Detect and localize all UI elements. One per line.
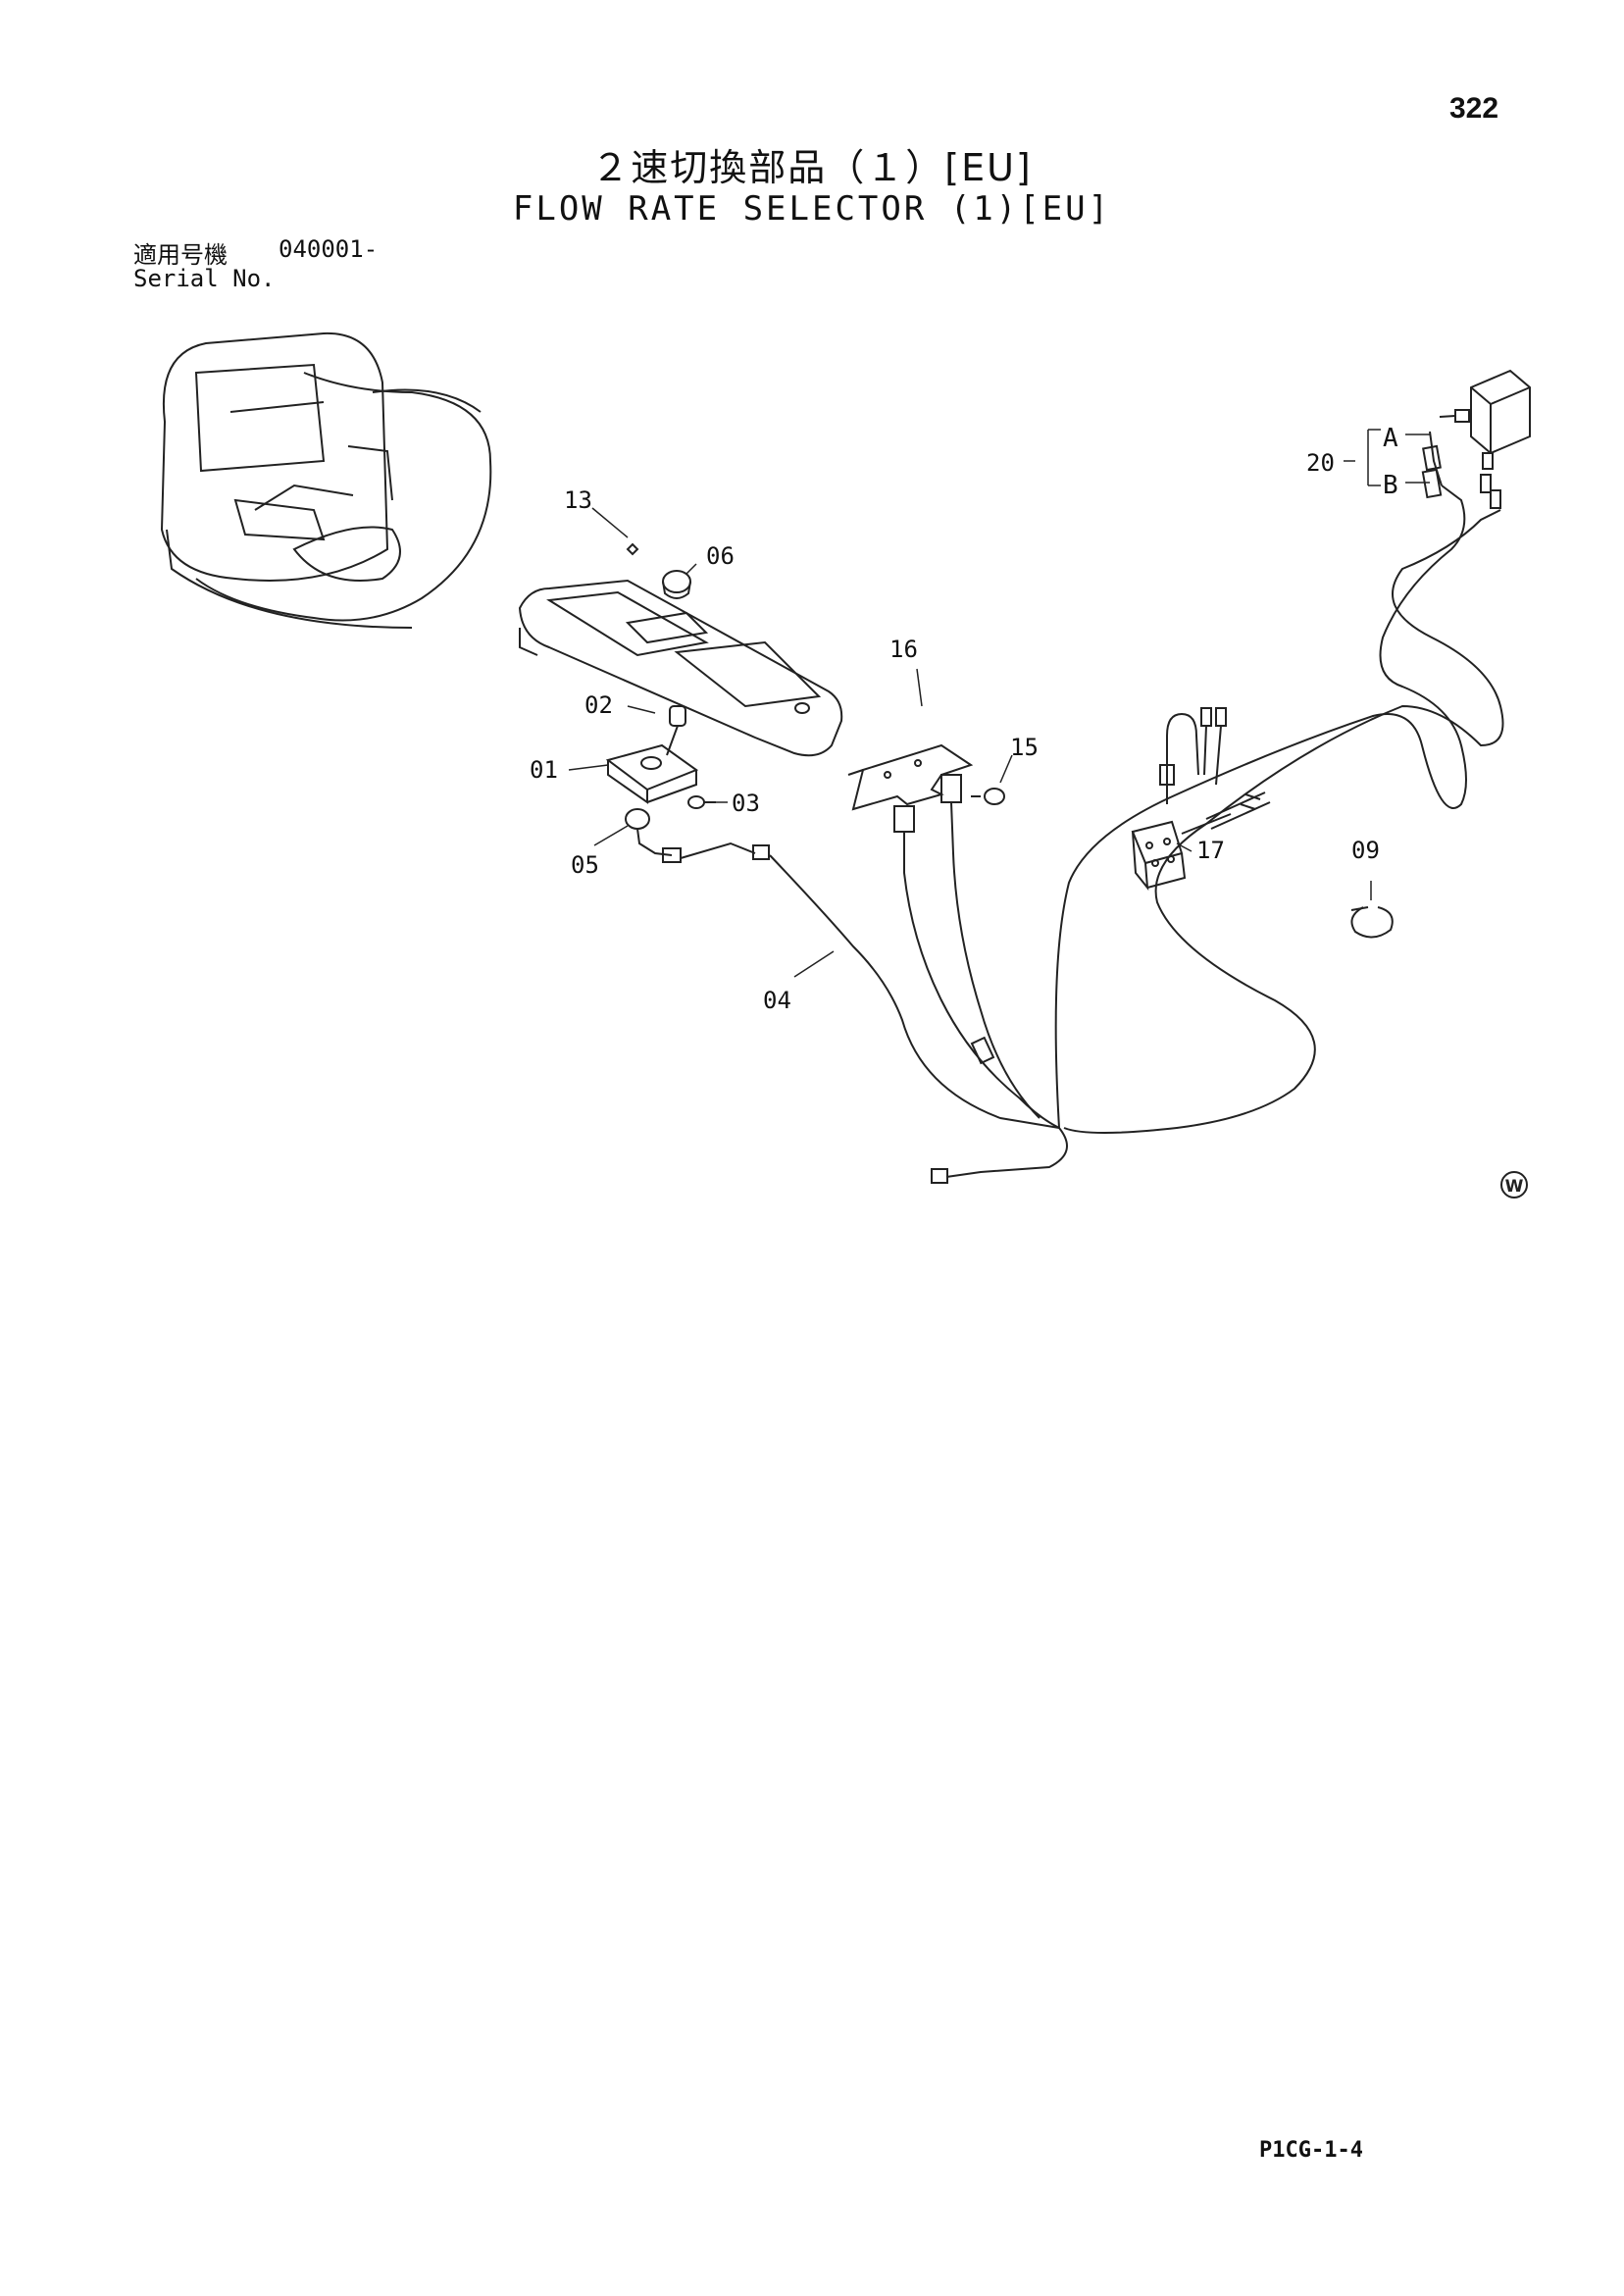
title-japanese: ２速切換部品（１）[EU] — [591, 146, 1033, 189]
callout-01: 01 — [530, 756, 558, 784]
serial-code: 040001- — [279, 235, 379, 263]
harness-04 — [625, 808, 1068, 1184]
page-number: 322 — [1449, 92, 1499, 125]
relay-harness — [893, 774, 1060, 1129]
solenoid-box — [1439, 369, 1531, 470]
callout-06: 06 — [706, 542, 735, 570]
callout-03: 03 — [732, 790, 760, 817]
callout-04: 04 — [763, 987, 791, 1014]
callout-13: 13 — [564, 486, 592, 514]
serial-label-english: Serial No. — [133, 265, 276, 292]
callout-A: A — [1383, 424, 1398, 453]
excavator-cab-overview — [160, 332, 492, 629]
valve-block-17 — [1131, 791, 1271, 892]
callout-05: 05 — [571, 851, 599, 879]
callout-17: 17 — [1196, 837, 1225, 864]
serial-label-japanese: 適用号機 — [133, 241, 228, 269]
screw-03 — [687, 795, 716, 809]
callout-16: 16 — [889, 636, 918, 663]
console-panel — [518, 542, 843, 757]
callout-15: 15 — [1010, 734, 1039, 761]
callout-B: B — [1383, 471, 1398, 500]
leader-lines — [568, 429, 1430, 978]
hose-connector-loop — [1159, 707, 1227, 804]
hose-lines-20 — [1054, 431, 1504, 1134]
title-english: FLOW RATE SELECTOR (1)[EU] — [512, 189, 1112, 229]
document-code: P1CG-1-4 — [1259, 2138, 1363, 2163]
clamp-09 — [1350, 906, 1394, 939]
callout-20: 20 — [1306, 449, 1335, 477]
switch-assembly — [605, 705, 699, 804]
w-mark: W — [1500, 1171, 1528, 1199]
callout-09: 09 — [1351, 837, 1380, 864]
w-mark-letter: W — [1505, 1177, 1524, 1197]
bracket-16 — [847, 743, 974, 811]
knob-06 — [662, 570, 691, 599]
callout-02: 02 — [584, 691, 613, 719]
